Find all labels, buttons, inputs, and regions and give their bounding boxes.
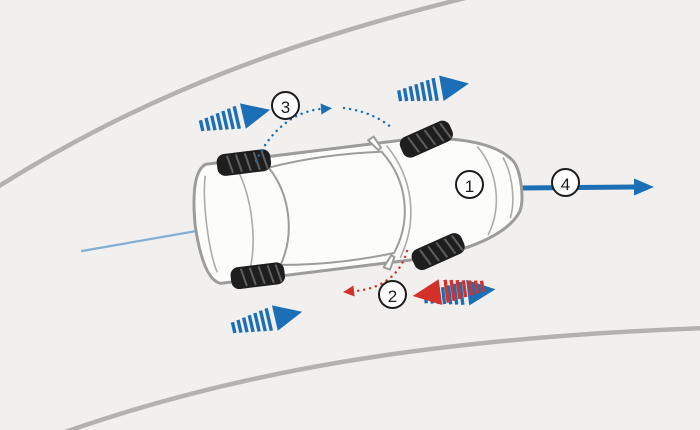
yaw-arc-rear-icon	[343, 249, 409, 297]
wheel-front-right	[411, 233, 465, 271]
trajectory-line-left	[80, 227, 210, 253]
roof-edge-right	[279, 251, 395, 266]
a-pillar-line	[386, 145, 412, 258]
callout-badge-1: 1	[455, 170, 484, 199]
car-top-view	[192, 120, 524, 290]
callout-badge-3: 3	[271, 91, 300, 120]
roof-edge-left	[267, 150, 383, 169]
wheel-rear-left	[216, 149, 272, 176]
car-body-outline	[192, 137, 524, 285]
hood-line	[476, 146, 498, 236]
side-mirror-left	[367, 135, 383, 152]
rear-window-line	[267, 166, 290, 266]
road-edge-upper	[0, 0, 467, 189]
wheel-rear-right	[230, 262, 285, 290]
speed-arrow-front-right-icon	[395, 70, 472, 109]
front-bumper-line	[502, 157, 514, 219]
yaw-arc-front-icon	[254, 103, 395, 163]
road-edge-lower	[63, 325, 700, 430]
speed-arrow-rear-left-icon	[229, 299, 306, 341]
callout-badge-2: 2	[378, 280, 407, 309]
speed-arrow-front-left-icon	[197, 97, 274, 139]
side-mirror-right	[382, 254, 396, 271]
wheel-front-left	[399, 120, 453, 158]
callout-badge-4: 4	[551, 168, 580, 197]
trunk-line	[235, 166, 254, 274]
direction-arrow-icon	[520, 178, 654, 196]
windshield-line	[380, 150, 406, 254]
rear-bumper-line	[203, 175, 218, 273]
